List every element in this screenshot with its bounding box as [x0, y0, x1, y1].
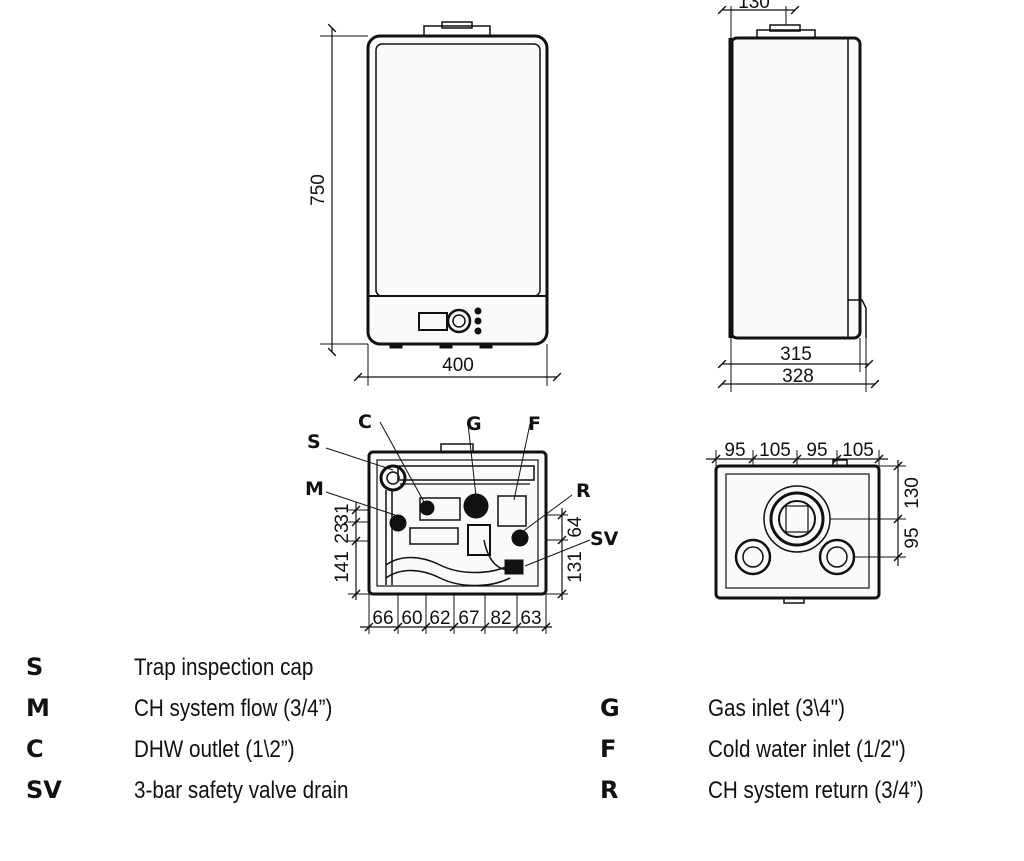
legend-item-c: C DHW outlet (1\2”) — [26, 735, 321, 764]
legend-description: Trap inspection cap — [134, 654, 314, 681]
callout-sv: SV — [590, 528, 619, 550]
callout-g: G — [466, 413, 482, 435]
top-dimension-4: 105 — [842, 440, 874, 461]
legend-item-sv: SV 3-bar safety valve drain — [26, 776, 383, 805]
top-dimension-2: 105 — [759, 440, 791, 461]
legend-code: S — [26, 653, 44, 681]
legend-code: M — [26, 694, 50, 722]
front-width-dimension: 400 — [442, 355, 474, 376]
bottom-dimension-4: 67 — [458, 608, 479, 629]
legend-item-r: R CH system return (3/4”) — [600, 776, 959, 805]
callout-m: M — [305, 478, 324, 500]
bottom-dimension-5: 82 — [490, 608, 511, 629]
top-view — [706, 450, 906, 604]
legend-code: C — [26, 735, 44, 763]
bottom-view — [325, 421, 591, 634]
legend-item-f: F Cold water inlet (1/2") — [600, 735, 938, 764]
top-right-dimension-1: 130 — [902, 477, 923, 509]
side-top-dimension: 130 — [738, 0, 770, 13]
legend-description: DHW outlet (1\2”) — [134, 736, 295, 763]
legend-description: CH system flow (3/4”) — [134, 695, 333, 722]
bottom-dimension-1: 66 — [372, 608, 393, 629]
top-dimension-3: 95 — [806, 440, 827, 461]
legend-item-s: S Trap inspection cap — [26, 653, 343, 682]
legend-description: Cold water inlet (1/2") — [708, 736, 906, 763]
legend-code: R — [600, 776, 619, 804]
bottom-left-dimension-3: 141 — [332, 551, 353, 583]
bottom-dimension-6: 63 — [520, 608, 541, 629]
front-view — [320, 21, 562, 386]
legend-code: F — [600, 735, 617, 763]
bottom-left-dimension-1: 31 — [332, 503, 353, 524]
legend-code: G — [600, 694, 620, 722]
bottom-dimension-3: 62 — [429, 608, 450, 629]
bottom-right-dimension-2: 131 — [565, 551, 586, 583]
legend-item-g: G Gas inlet (3\4") — [600, 694, 867, 723]
legend-description: 3-bar safety valve drain — [134, 777, 349, 804]
callout-s: S — [307, 431, 321, 453]
side-view — [717, 5, 880, 392]
legend-description: CH system return (3/4”) — [708, 777, 924, 804]
top-dimension-1: 95 — [724, 440, 745, 461]
legend-description: Gas inlet (3\4") — [708, 695, 845, 722]
top-right-dimension-2: 95 — [902, 527, 923, 548]
bottom-left-dimension-2: 23 — [332, 522, 353, 543]
side-depth-outer-dimension: 328 — [782, 366, 814, 387]
side-depth-inner-dimension: 315 — [780, 344, 812, 365]
legend-code: SV — [26, 776, 62, 804]
legend-item-m: M CH system flow (3/4”) — [26, 694, 365, 723]
bottom-right-dimension-1: 64 — [565, 516, 586, 538]
callout-f: F — [528, 413, 541, 435]
callout-c: C — [358, 411, 372, 433]
bottom-dimension-2: 60 — [401, 608, 422, 629]
callout-r: R — [576, 480, 591, 502]
front-height-dimension: 750 — [308, 174, 329, 206]
